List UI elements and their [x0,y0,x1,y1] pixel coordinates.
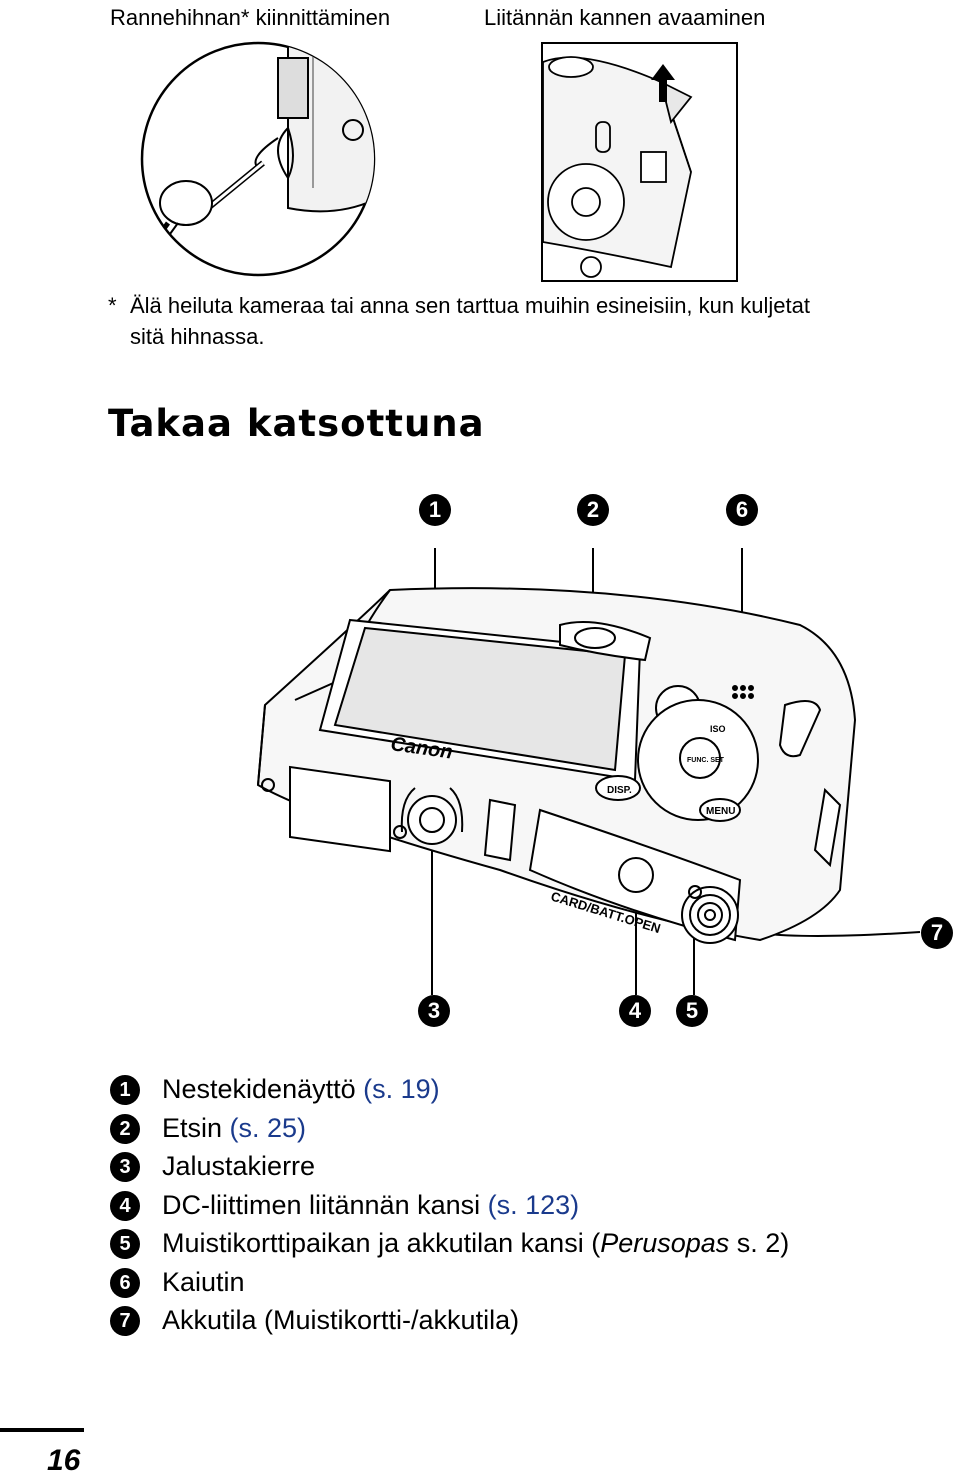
callout-4: 4 [619,995,651,1027]
menu-label: MENU [706,806,735,817]
disp-label: DISP. [607,785,632,796]
legend-number: 4 [110,1190,140,1221]
legend-text: Etsin [162,1112,230,1143]
legend-italic-book: Perusopas [600,1228,730,1258]
camera-back-illustration: Canon CARD/BATT.OPEN DISP. MENU FUNC. SE… [256,548,921,995]
legend-number: 5 [110,1229,140,1259]
legend-text-tail: s. 2) [729,1228,790,1258]
callout-2: 2 [577,494,609,526]
callout-1: 1 [419,494,451,526]
legend-number: 7 [110,1306,140,1336]
legend-text: Muistikorttipaikan ja akkutilan kansi ( [162,1228,601,1258]
note-marker: * [108,293,117,318]
legend-number: 1 [110,1075,140,1105]
strap-warning-note: * Älä heiluta kameraa tai anna sen tarttu… [108,290,958,352]
callout-3: 3 [418,995,450,1027]
callout-5: 5 [676,995,708,1027]
note-line-1: Älä heiluta kameraa tai anna sen tarttua… [130,293,810,318]
page-number-rule [0,1428,84,1432]
iso-label: ISO [710,724,726,734]
callout-7: 7 [921,917,953,949]
page-reference[interactable]: (s. 25) [229,1112,307,1143]
page-number: 16 [47,1444,81,1477]
callout-6: 6 [726,494,758,526]
note-line-2: sitä hihnassa. [130,324,265,349]
func-set-label: FUNC. SET [687,757,725,764]
legend-text: Kaiutin [162,1266,245,1297]
page-reference[interactable]: (s. 123) [487,1189,580,1220]
section-title: Takaa katsottuna [108,402,485,445]
legend-text: Akkutila (Muistikortti-/akkutila) [162,1305,520,1335]
legend-text: Nestekidenäyttö [162,1074,364,1104]
strap-caption: Rannehihnan* kiinnittäminen [110,5,391,30]
page-reference[interactable]: (s. 19) [363,1074,440,1104]
legend-number: 2 [110,1113,140,1144]
strap-illustration [140,41,376,277]
legend-number: 3 [110,1152,140,1182]
cover-caption: Liitännän kannen avaaminen [484,5,766,30]
legend-text: DC-liittimen liitännän kansi [162,1189,488,1220]
cover-illustration [541,42,738,282]
legend-number: 6 [110,1267,140,1298]
legend-text: Jalustakierre [162,1151,316,1181]
